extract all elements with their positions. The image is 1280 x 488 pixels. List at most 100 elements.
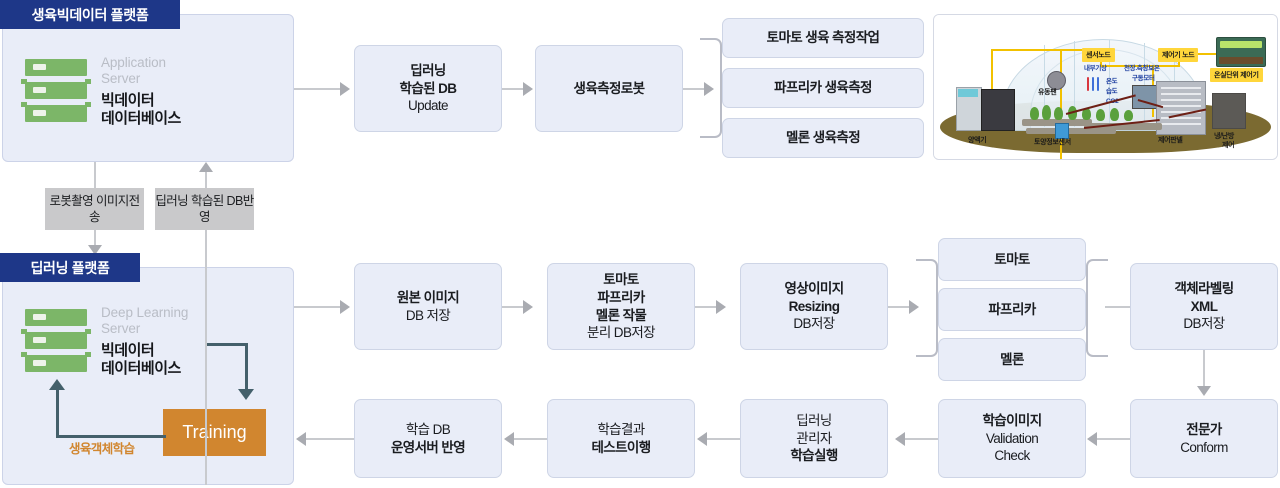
flow-line-mid-4 [1105, 306, 1133, 308]
box-line: 토마토 [994, 251, 1030, 267]
greenhouse-nutrient-rack [981, 89, 1015, 131]
box-line: 멜론 작물 [595, 307, 647, 323]
flow-line-bot-2 [707, 438, 740, 440]
box-line: 딥러닝 [410, 62, 446, 78]
box-line: 원본 이미지 [396, 289, 460, 305]
box-line: Update [408, 98, 449, 114]
training-out-line-h [56, 435, 166, 438]
box-melon-growth-measure[interactable]: 멜론 생육측정 [722, 118, 924, 158]
flow-line-bot-3 [905, 438, 938, 440]
deeplearning-server-block: Deep Learning Server 빅데이터 데이터베이스 [21, 305, 189, 377]
box-training-result-test[interactable]: 학습결과 테스트이행 [547, 399, 695, 478]
flow-arrow-mid-2 [716, 300, 726, 314]
box-expert-conform[interactable]: 전문가 Conform [1130, 399, 1278, 478]
greenhouse-tag-unit-controller: 온실단위 제어기 [1210, 68, 1263, 82]
flow-arrow-mid-3 [909, 300, 919, 314]
bigdata-server-sub2: Server [101, 70, 141, 86]
box-line: 학습결과 [597, 421, 645, 437]
box-paprika-growth-measure[interactable]: 파프리카 생육측정 [722, 68, 924, 108]
flow-line-mid-0 [294, 306, 340, 308]
greenhouse-control-panel [1156, 81, 1206, 135]
box-line: 관리자 [796, 430, 832, 446]
bigdata-platform-title: 생육빅데이터 플랫폼 [0, 0, 180, 29]
box-original-image-db[interactable]: 원본 이미지 DB 저장 [354, 263, 502, 350]
flow-arrow-down-expert [1197, 386, 1211, 396]
box-line: 파프리카 [597, 289, 645, 305]
box-line: 토마토 생육 측정작업 [766, 30, 880, 46]
greenhouse-illustration: 센서노드 제어기 노드 온실단위 제어기 내부기상 천장.측창보온 구동모터 온… [933, 14, 1278, 160]
db-apply-arrow [199, 162, 213, 172]
robot-capture-line-top [94, 162, 96, 188]
flow-line-mid-3 [888, 306, 910, 308]
connector-label-robot-capture: 로봇촬영 이미지전송 [45, 188, 144, 230]
server-icon [21, 309, 91, 372]
db-apply-line-top [205, 172, 207, 188]
flow-arrow-top-3 [704, 82, 714, 96]
training-out-arrow [49, 379, 65, 390]
flow-line-mid-1 [502, 306, 524, 308]
training-in-arrow [238, 389, 254, 400]
flow-arrow-bot-0 [296, 432, 306, 446]
box-line: Check [994, 448, 1030, 464]
robot-capture-line-bottom [94, 230, 96, 247]
box-crop-tomato[interactable]: 토마토 [938, 238, 1086, 281]
box-deeplearning-manager-run[interactable]: 딥러닝 관리자 학습실행 [740, 399, 888, 478]
box-line: 테스트이행 [591, 439, 651, 455]
dl-server-main1: 빅데이터 [101, 341, 155, 359]
box-image-resizing-db[interactable]: 영상이미지 Resizing DB저장 [740, 263, 888, 350]
box-line: Resizing [788, 298, 840, 314]
box-line: DB 저장 [405, 307, 451, 323]
top-branch-bracket [700, 38, 722, 138]
deeplearning-platform-title: 딥러닝 플랫폼 [0, 253, 140, 282]
box-line: 전문가 [1186, 421, 1222, 437]
box-growth-measure-robot[interactable]: 생육측정로봇 [535, 45, 683, 132]
box-line: 학습된 DB [399, 80, 458, 96]
training-in-line-v [245, 343, 248, 391]
bigdata-server-sub1: Application [101, 55, 166, 70]
greenhouse-label-hvac-2: 제어 [1222, 142, 1235, 149]
greenhouse-label-temp: 온도 [1106, 78, 1118, 85]
training-in-line-h [206, 343, 248, 346]
box-line: Conform [1180, 439, 1228, 455]
box-line: 멜론 [1000, 351, 1024, 367]
greenhouse-label-soil-sensor: 토양정보센서 [1034, 139, 1071, 146]
box-line: 학습이미지 [982, 412, 1042, 428]
bigdata-server-main2: 데이터베이스 [101, 109, 181, 127]
box-line: 토마토 [603, 271, 639, 287]
connector-label-robot-capture-line1: 로봇촬영 [49, 193, 94, 208]
flow-line-bot-0 [306, 438, 354, 440]
flow-arrow-mid-1 [523, 300, 533, 314]
flow-arrow-bot-4 [1087, 432, 1097, 446]
box-line: 분리 DB저장 [587, 325, 656, 341]
box-line: 학습실행 [790, 448, 838, 464]
box-training-db-apply-server[interactable]: 학습 DB 운영서버 반영 [354, 399, 502, 478]
flow-line-top-3 [683, 88, 705, 90]
robot-capture-arrow [88, 245, 102, 255]
connector-label-robot-capture-line2: 이미지전송 [89, 193, 140, 224]
greenhouse-label-humidity: 습도 [1106, 88, 1118, 95]
flow-line-bot-1 [514, 438, 547, 440]
training-box[interactable]: Training [163, 409, 266, 456]
flow-arrow-mid-0 [340, 300, 350, 314]
flow-line-bot-4 [1097, 438, 1130, 440]
flow-line-down-expert [1203, 350, 1205, 388]
box-deeplearning-db-update[interactable]: 딥러닝 학습된 DB Update [354, 45, 502, 132]
connector-label-db-apply-line1: 딥러닝 학습된 [155, 193, 224, 208]
learn-label: 생육객체학습 [69, 442, 135, 456]
greenhouse-tag-sensor-node: 센서노드 [1082, 48, 1115, 62]
greenhouse-hvac-photo [1212, 93, 1246, 129]
box-crop-paprika[interactable]: 파프리카 [938, 288, 1086, 331]
box-line: 파프리카 생육측정 [774, 80, 872, 96]
flow-line-top-2 [502, 88, 524, 90]
box-object-labeling-xml[interactable]: 객체라벨링 XML DB저장 [1130, 263, 1278, 350]
dl-server-sub1: Deep Learning [101, 305, 189, 320]
connector-label-db-apply-line2: DB반영 [199, 193, 254, 224]
dl-server-main2: 데이터베이스 [101, 359, 181, 377]
box-crop-melon[interactable]: 멜론 [938, 338, 1086, 381]
box-crop-separation-db[interactable]: 토마토 파프리카 멜론 작물 분리 DB저장 [547, 263, 695, 350]
box-tomato-growth-measure-task[interactable]: 토마토 생육 측정작업 [722, 18, 924, 58]
box-line: 운영서버 반영 [390, 439, 466, 455]
box-training-image-validation[interactable]: 학습이미지 Validation Check [938, 399, 1086, 478]
flow-arrow-top-1 [340, 82, 350, 96]
